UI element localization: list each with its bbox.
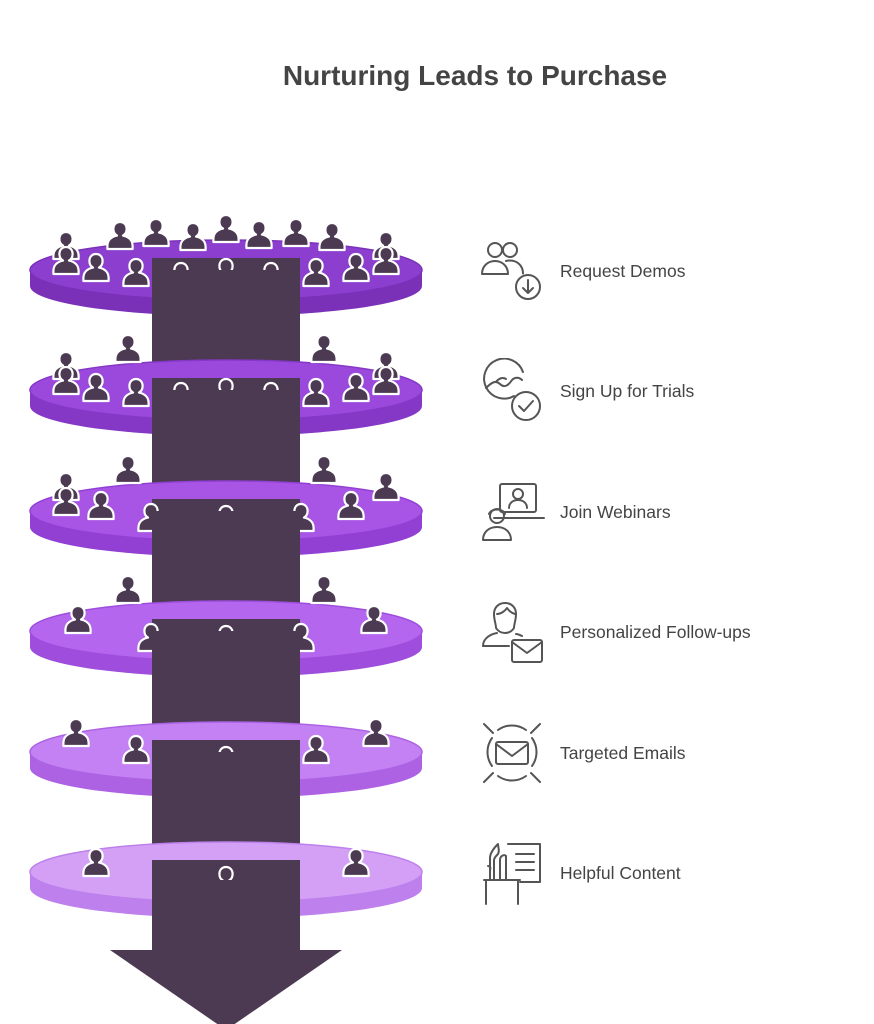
webinar-icon [482,483,545,541]
person-mail-icon [482,602,543,663]
stage-label-helpful-content: Helpful Content [560,863,681,883]
users-download-icon [481,242,541,300]
trial-check-icon [483,358,541,421]
page-title: Nurturing Leads to Purchase [282,60,668,91]
funnel-shaft-bottom [152,880,300,950]
funnel-layers [29,213,423,1024]
stage-label-join-webinars: Join Webinars [560,502,671,522]
lead-person-icon [310,454,338,485]
lead-person-icon [318,221,346,252]
lead-person-icon [212,213,240,244]
content-document-icon [483,843,541,905]
stage-label-targeted-emails: Targeted Emails [560,743,686,763]
lead-person-icon [114,574,142,605]
lead-person-icon [142,217,170,248]
lead-person-icon [282,217,310,248]
lead-person-icon [372,471,400,502]
stage-label-personalized-followups: Personalized Follow-ups [560,622,751,642]
lead-person-icon [114,333,142,364]
stage-label-sign-up-trials: Sign Up for Trials [560,381,695,401]
lead-person-icon [310,574,338,605]
stage-label-request-demos: Request Demos [560,261,686,281]
funnel-arrowhead-icon [110,950,342,1024]
lead-person-icon [106,220,134,251]
lead-person-icon [245,219,273,250]
lead-person-icon [179,221,207,252]
lead-person-icon [310,333,338,364]
targeted-email-icon [483,723,541,783]
lead-person-icon [114,454,142,485]
